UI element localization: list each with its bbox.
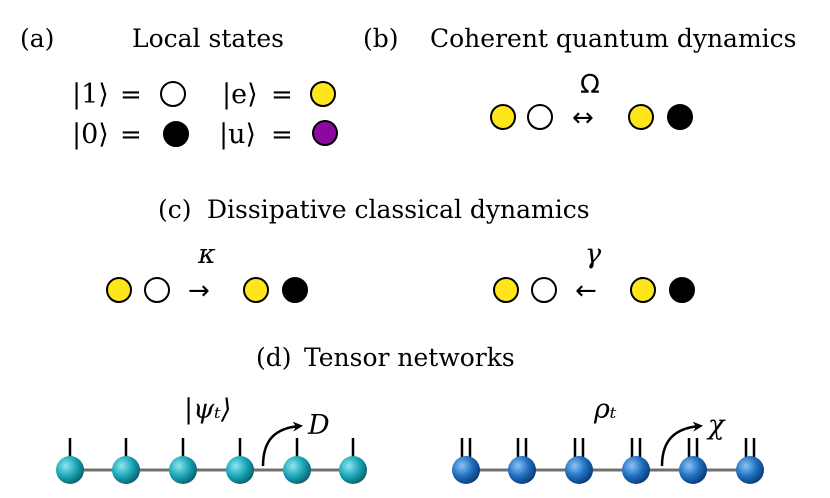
b-right-excited [628, 104, 654, 130]
mpo-tensor-node [565, 456, 593, 484]
state-excited-circle [310, 81, 336, 107]
equals-4: = [271, 120, 293, 150]
state-empty-circle [160, 81, 186, 107]
mpo-bond-dimension: χ [706, 410, 726, 441]
c-left-result-ground [282, 277, 308, 303]
c-right-empty [531, 277, 557, 303]
mpo-tensor-node [622, 456, 650, 484]
c-left-empty [144, 277, 170, 303]
mps-tensor-node [112, 456, 140, 484]
ket-0: |0⟩ [72, 119, 109, 150]
b-left-empty [527, 104, 553, 130]
mps-chain [56, 438, 367, 484]
state-unknown-circle [312, 120, 338, 146]
mps-tensor-node [339, 456, 367, 484]
panel-a-tag: (a) [20, 24, 54, 53]
panel-c-title: Dissipative classical dynamics [207, 195, 590, 224]
kappa-rate: κ [197, 239, 216, 270]
ket-1: |1⟩ [72, 79, 109, 110]
mpo-tensor-node [736, 456, 764, 484]
mps-bond-arrow [261, 421, 303, 467]
panel-a-title: Local states [132, 24, 284, 53]
panel-c-tag: (c) [158, 195, 192, 224]
c-right-result-ground [669, 277, 695, 303]
mps-tensor-node [169, 456, 197, 484]
mps-tensor-node [226, 456, 254, 484]
gamma-rate: γ [585, 239, 602, 270]
b-left-excited [490, 104, 516, 130]
mpo-tensor-node [679, 456, 707, 484]
c-right-arrow: → [188, 276, 210, 306]
c-left-result-excited [243, 277, 269, 303]
ket-e: |e⟩ [222, 79, 258, 110]
c-right-excited [493, 277, 519, 303]
mps-state-label: |ψₜ⟩ [184, 394, 231, 425]
mpo-state-label: ρₜ [593, 394, 617, 425]
state-ground-circle [163, 121, 189, 147]
panel-d-tag: (d) [256, 343, 292, 372]
equals-2: = [271, 80, 293, 110]
panel-d-title: Tensor networks [304, 343, 515, 372]
equals-3: = [120, 120, 142, 150]
ket-u: |u⟩ [219, 119, 256, 150]
mps-bond-dimension: D [307, 410, 330, 441]
panel-b-tag: (b) [363, 24, 399, 53]
mpo-bond-arrow [660, 421, 703, 467]
omega-rate: Ω [580, 70, 600, 100]
c-left-excited [106, 277, 132, 303]
b-right-ground [667, 104, 693, 130]
mps-tensor-node [283, 456, 311, 484]
c-right-result-excited [630, 277, 656, 303]
equals-1: = [120, 80, 142, 110]
mps-tensor-node [56, 456, 84, 484]
mpo-tensor-node [508, 456, 536, 484]
b-bidirectional-arrow: ↔ [572, 103, 594, 133]
panel-b-title: Coherent quantum dynamics [430, 24, 797, 53]
mpo-tensor-node [452, 456, 480, 484]
mpo-chain [452, 438, 764, 484]
c-left-arrow: ← [575, 276, 597, 306]
